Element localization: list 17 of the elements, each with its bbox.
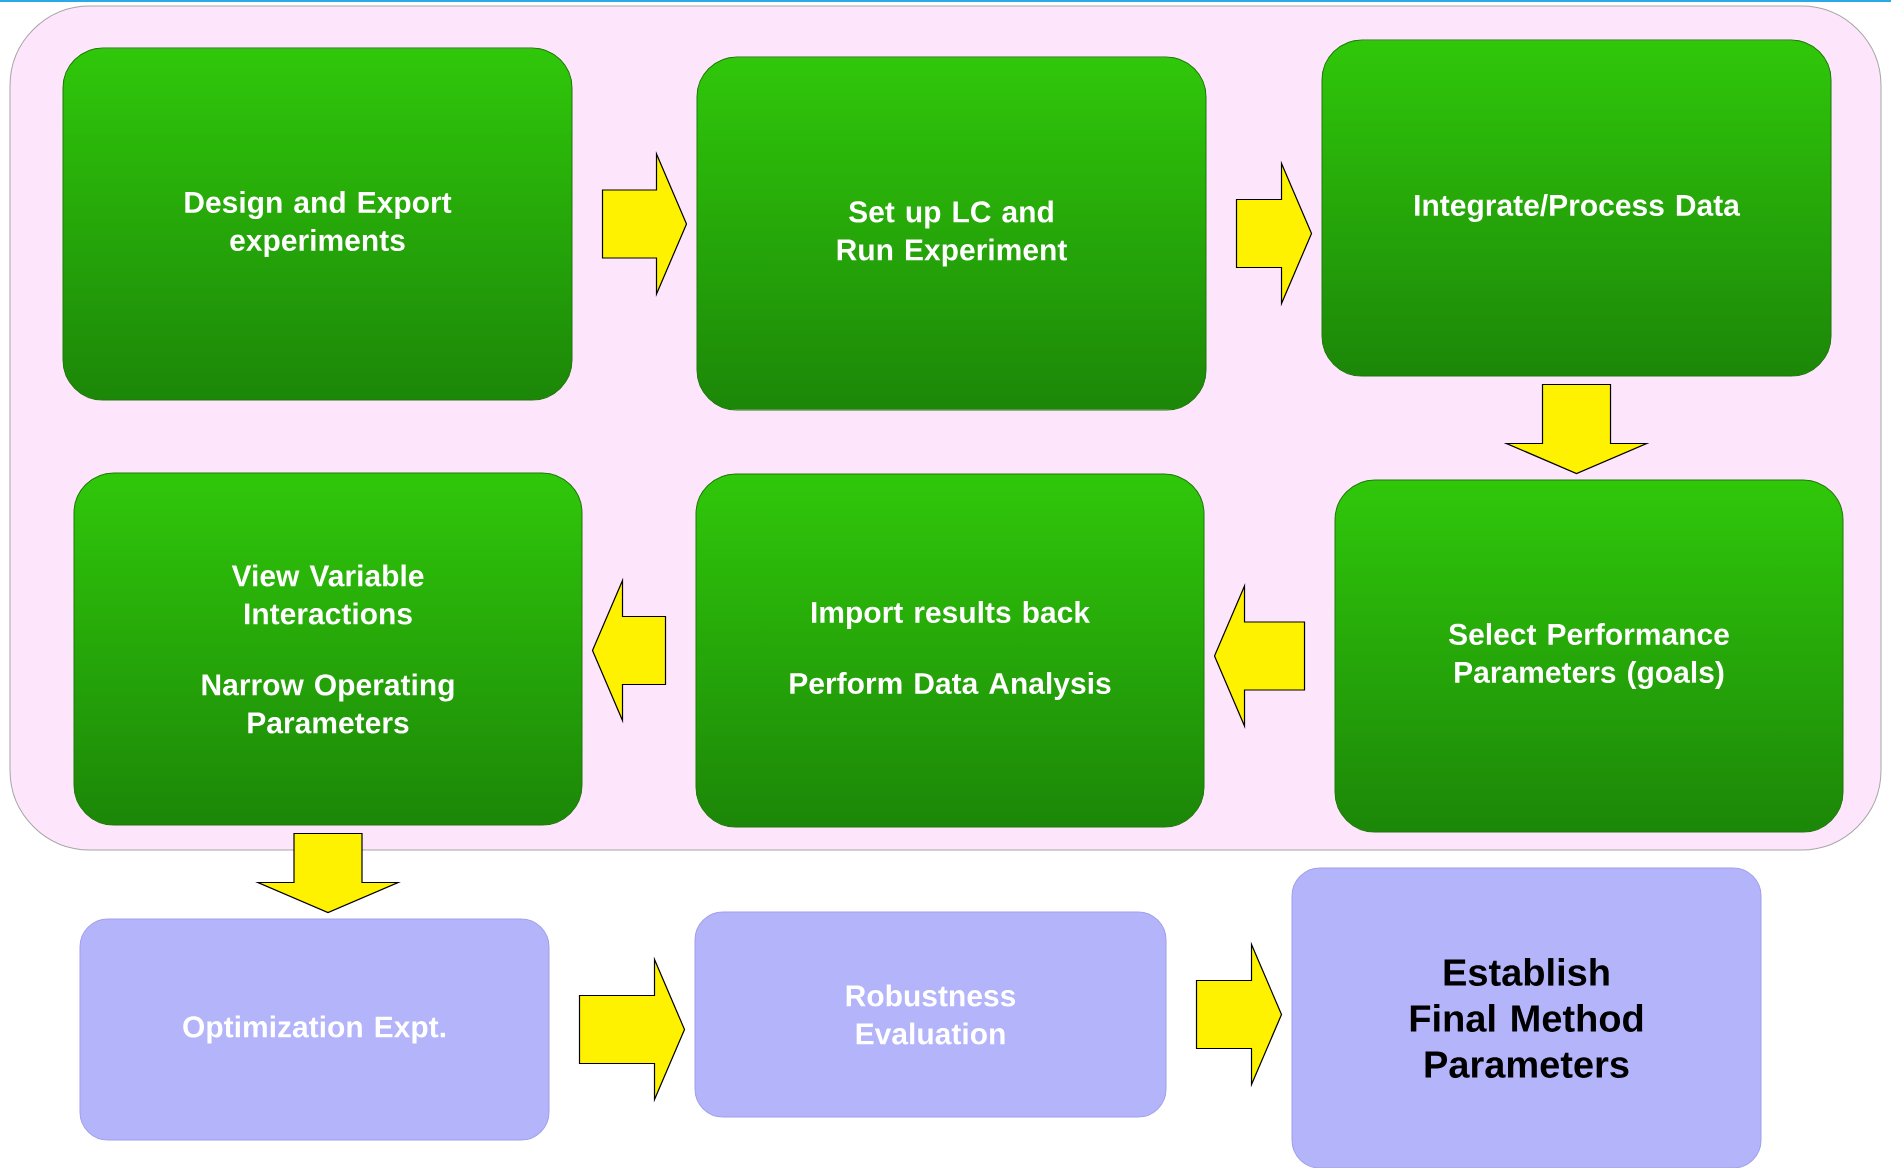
block-arrow bbox=[601, 151, 688, 297]
block-arrow bbox=[1195, 941, 1283, 1088]
block-arrow bbox=[591, 577, 667, 724]
block-arrow bbox=[1235, 160, 1313, 307]
process-box: Select Performance Parameters (goals) bbox=[1334, 479, 1844, 833]
step-box: Optimization Expt. bbox=[79, 918, 550, 1141]
process-box: Integrate/Process Data bbox=[1321, 39, 1832, 377]
process-box: Import results back Perform Data Analysis bbox=[695, 473, 1205, 828]
process-box: View Variable Interactions Narrow Operating Parameters bbox=[73, 472, 583, 826]
block-arrow bbox=[578, 956, 686, 1103]
block-arrow bbox=[255, 832, 401, 914]
process-box: Set up LC and Run Experiment bbox=[696, 56, 1207, 411]
step-box: Robustness Evaluation bbox=[694, 911, 1167, 1118]
process-box: Design and Export experiments bbox=[62, 47, 573, 401]
step-box: Establish Final Method Parameters bbox=[1291, 867, 1762, 1168]
block-arrow bbox=[1213, 583, 1306, 729]
block-arrow bbox=[1503, 383, 1650, 475]
